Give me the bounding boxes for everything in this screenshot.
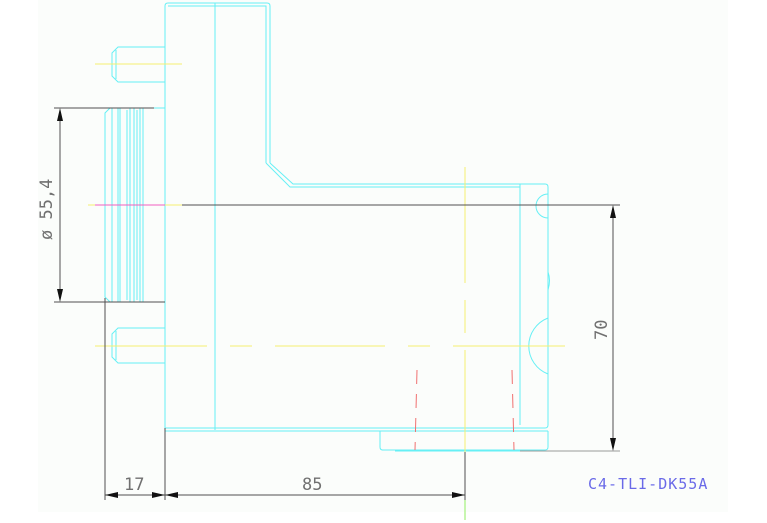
length-dimension-text: 85 [302,475,322,495]
centerlines [88,63,565,520]
height-dimension-text: 70 [592,320,612,340]
hidden-bore-lines [414,369,515,451]
diameter-dimension-text: ø 55,4 [37,179,57,240]
part-number-label: C4-TLI-DK55A [588,475,708,493]
dimension-diameter: ø 55,4 [37,107,165,303]
sheet-background [38,0,728,512]
part-outline [164,2,550,452]
dimension-height: 70 [182,204,620,452]
offset-dimension-text: 17 [124,475,144,495]
dimension-horizontal: 17 85 [104,298,466,500]
